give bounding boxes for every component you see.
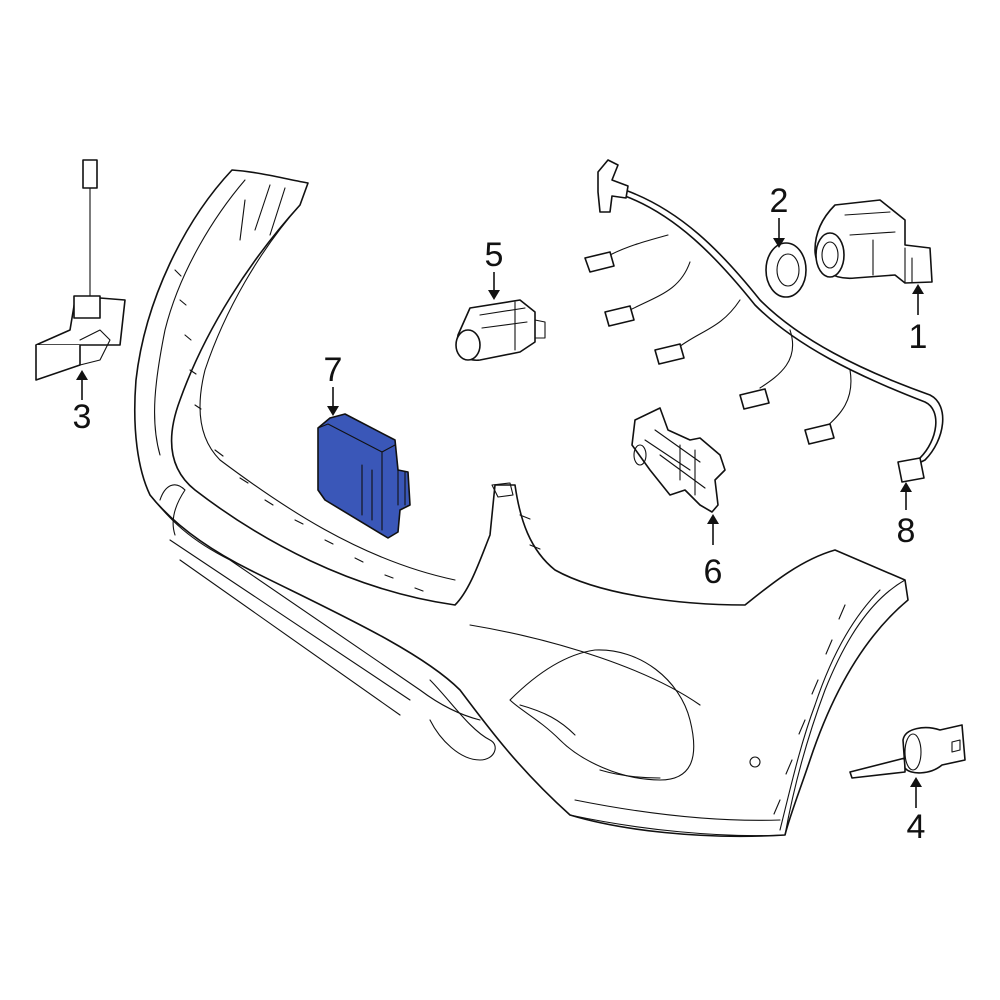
sensor-part-5 — [455, 299, 546, 361]
callout-4: 4 — [907, 777, 926, 846]
callout-label-6: 6 — [704, 553, 723, 591]
callout-3: 3 — [73, 370, 92, 436]
callout-5: 5 — [485, 236, 504, 300]
callout-label-3: 3 — [73, 398, 92, 436]
callout-6: 6 — [704, 514, 723, 591]
callout-label-2: 2 — [770, 182, 789, 220]
callout-label-8: 8 — [897, 512, 916, 550]
callout-1: 1 — [909, 284, 928, 356]
callout-8: 8 — [897, 482, 916, 550]
callout-7: 7 — [324, 351, 343, 416]
callout-2: 2 — [770, 182, 789, 248]
callout-label-4: 4 — [907, 808, 926, 846]
bumper-cover — [133, 169, 909, 838]
callout-label-1: 1 — [909, 318, 928, 356]
callout-label-7: 7 — [324, 351, 343, 389]
control-module-part-7 — [317, 413, 411, 539]
wiring-harness-part-8 — [584, 159, 944, 483]
parking-sensor-part-1 — [814, 199, 933, 284]
holder-part-6 — [631, 407, 726, 513]
bracket-part-3 — [35, 159, 126, 381]
nozzle-part-4 — [849, 724, 966, 779]
callout-label-5: 5 — [485, 236, 504, 274]
sensor-ring-part-2 — [765, 242, 807, 298]
